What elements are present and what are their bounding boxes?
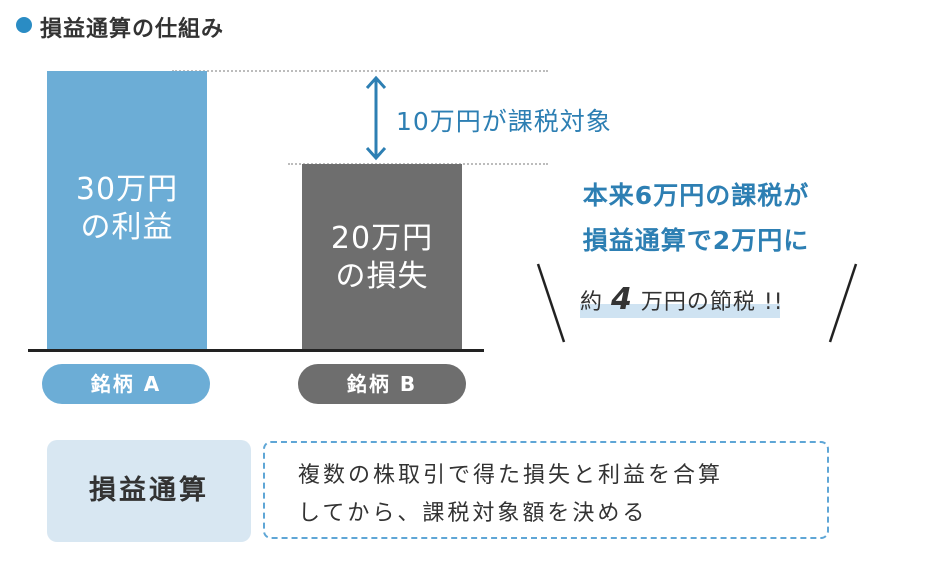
- stock-a-label: 銘柄 A: [42, 364, 210, 404]
- bar-stock-a: 30万円 の利益: [47, 71, 207, 350]
- definition-box: [263, 441, 829, 539]
- header-bullet-icon: [16, 17, 32, 33]
- term-title: 損益通算: [89, 475, 209, 506]
- callout-line-1: 本来6万円の課税が: [582, 181, 810, 210]
- saving-number: 4: [611, 282, 633, 317]
- chart-baseline: [28, 349, 484, 352]
- emphasis-line-right-icon: [828, 263, 858, 343]
- emphasis-line-left-icon: [536, 263, 566, 343]
- definition-line-2: してから、課税対象額を決める: [298, 501, 648, 526]
- saving-highlight: [580, 304, 780, 318]
- definition-line-1: 複数の株取引で得た損失と利益を合算: [298, 463, 724, 488]
- callout-line-2: 損益通算で2万円に: [582, 226, 810, 255]
- top-reference-line: [172, 70, 548, 72]
- bar-a-label: 30万円 の利益: [75, 172, 179, 245]
- double-arrow-icon: [365, 75, 387, 161]
- taxable-amount-label: 10万円が課税対象: [396, 107, 612, 136]
- page-title: 損益通算の仕組み: [40, 17, 225, 42]
- saving-prefix: 約: [580, 290, 604, 315]
- bar-b-label: 20万円 の損失: [330, 221, 434, 294]
- stock-b-label: 銘柄 B: [298, 364, 466, 404]
- bar-stock-b: 20万円 の損失: [302, 164, 462, 350]
- saving-suffix: 万円の節税 !!: [640, 290, 784, 315]
- term-box: [47, 440, 251, 542]
